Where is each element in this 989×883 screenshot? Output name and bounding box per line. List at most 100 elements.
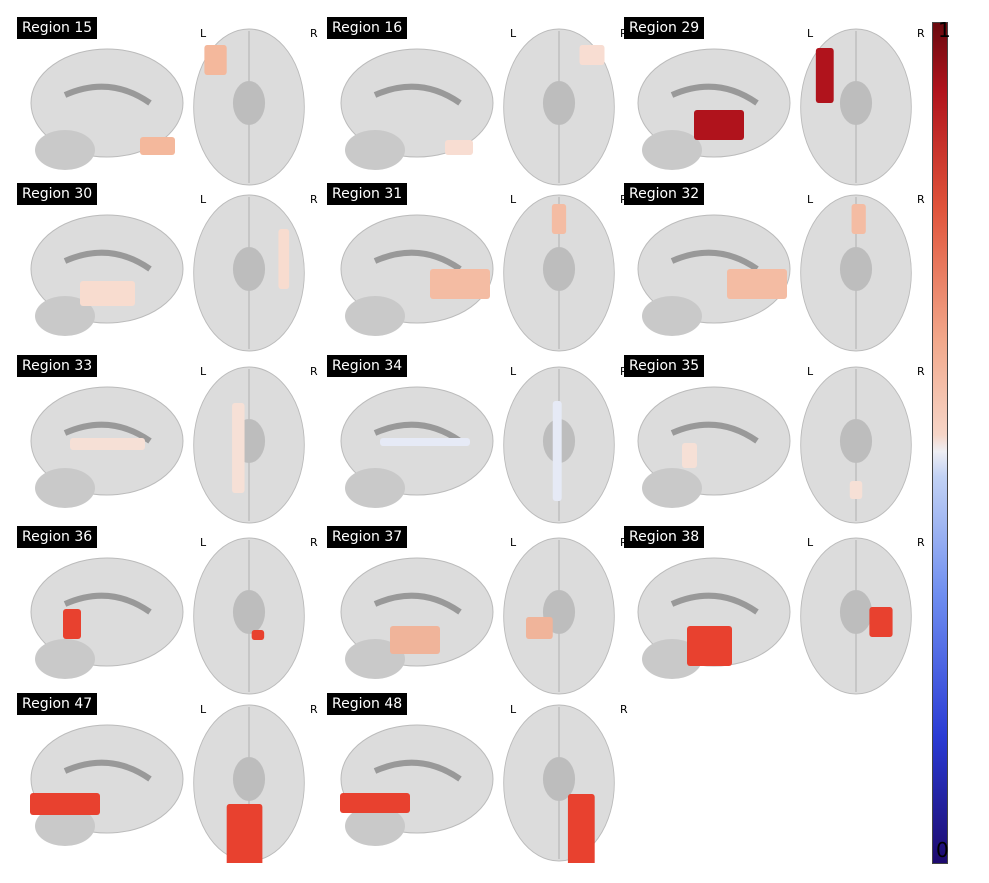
right-orientation-label: R [917,27,925,40]
left-orientation-label: L [510,365,517,378]
region-highlight [445,140,473,155]
region-highlight [63,609,81,639]
region-label: Region 32 [624,183,705,205]
region-highlight [682,443,697,468]
axial-slice [800,194,912,352]
region-highlight [226,804,263,863]
right-orientation-label: R [620,27,628,40]
right-orientation-label: R [310,703,318,716]
left-orientation-label: L [200,365,207,378]
left-orientation-label: L [807,365,814,378]
axial-slice [193,28,305,186]
region-panel: Region 47 L R [15,693,320,863]
region-highlight [232,403,245,493]
region-highlight [525,617,553,639]
region-highlight [727,269,787,299]
sagittal-slice [637,386,791,508]
colorbar-max-label: 1 [938,18,951,42]
region-panel: Region 37 L R [325,526,630,696]
region-highlight [694,110,744,140]
region-label: Region 36 [17,526,98,548]
region-label: Region 48 [327,693,408,715]
region-highlight [579,45,605,65]
region-panel: Region 48 L R [325,693,630,863]
region-highlight [390,626,440,654]
region-label: Region 31 [327,183,408,205]
region-panel: Region 31 L R [325,183,630,353]
right-orientation-label: R [620,193,628,206]
region-label: Region 38 [624,526,705,548]
region-label: Region 35 [624,355,705,377]
region-panel: Region 32 L R [622,183,927,353]
right-orientation-label: R [917,365,925,378]
region-panel: Region 15 L R [15,17,320,187]
region-highlight [815,48,834,103]
axial-slice [193,366,305,524]
colorbar-min-label: 0 [936,838,949,862]
axial-slice [193,537,305,695]
axial-slice [503,704,615,863]
region-highlight [430,269,490,299]
region-highlight [140,137,175,155]
sagittal-slice [30,386,184,508]
region-panel: Region 33 L R [15,355,320,525]
sagittal-slice [340,48,494,170]
sagittal-slice [340,214,494,336]
left-orientation-label: L [510,27,517,40]
region-label: Region 30 [17,183,98,205]
axial-slice [503,194,615,352]
left-orientation-label: L [200,536,207,549]
left-orientation-label: L [200,27,207,40]
right-orientation-label: R [620,365,628,378]
left-orientation-label: L [200,703,207,716]
axial-slice [503,537,615,695]
region-label: Region 34 [327,355,408,377]
left-orientation-label: L [510,536,517,549]
right-orientation-label: R [620,703,628,716]
axial-slice [800,366,912,524]
sagittal-slice [30,214,184,336]
axial-slice [193,704,305,863]
region-highlight [567,794,595,863]
region-highlight [869,607,893,637]
region-label: Region 47 [17,693,98,715]
region-label: Region 29 [624,17,705,39]
sagittal-slice [30,48,184,170]
right-orientation-label: R [620,536,628,549]
axial-slice [503,366,615,524]
sagittal-slice [637,557,791,679]
right-orientation-label: R [917,536,925,549]
sagittal-slice [637,214,791,336]
region-label: Region 37 [327,526,408,548]
sagittal-slice [340,557,494,679]
region-highlight [380,438,470,446]
sagittal-slice [30,724,184,846]
region-highlight [80,281,135,306]
region-highlight [340,793,410,813]
region-highlight [849,481,863,499]
left-orientation-label: L [510,703,517,716]
sagittal-slice [340,724,494,846]
colorbar [932,22,948,864]
region-highlight [251,630,265,640]
axial-slice [503,28,615,186]
region-panel: Region 34 L R [325,355,630,525]
region-highlight [278,229,290,289]
region-label: Region 16 [327,17,408,39]
axial-slice [193,194,305,352]
right-orientation-label: R [310,27,318,40]
sagittal-slice [30,557,184,679]
region-highlight [30,793,100,815]
right-orientation-label: R [917,193,925,206]
region-panel: Region 16 L R [325,17,630,187]
region-label: Region 33 [17,355,98,377]
region-highlight [552,401,562,501]
sagittal-slice [340,386,494,508]
axial-slice [800,537,912,695]
region-panel: Region 36 L R [15,526,320,696]
region-label: Region 15 [17,17,98,39]
right-orientation-label: R [310,193,318,206]
region-highlight [204,45,227,75]
region-panel: Region 30 L R [15,183,320,353]
